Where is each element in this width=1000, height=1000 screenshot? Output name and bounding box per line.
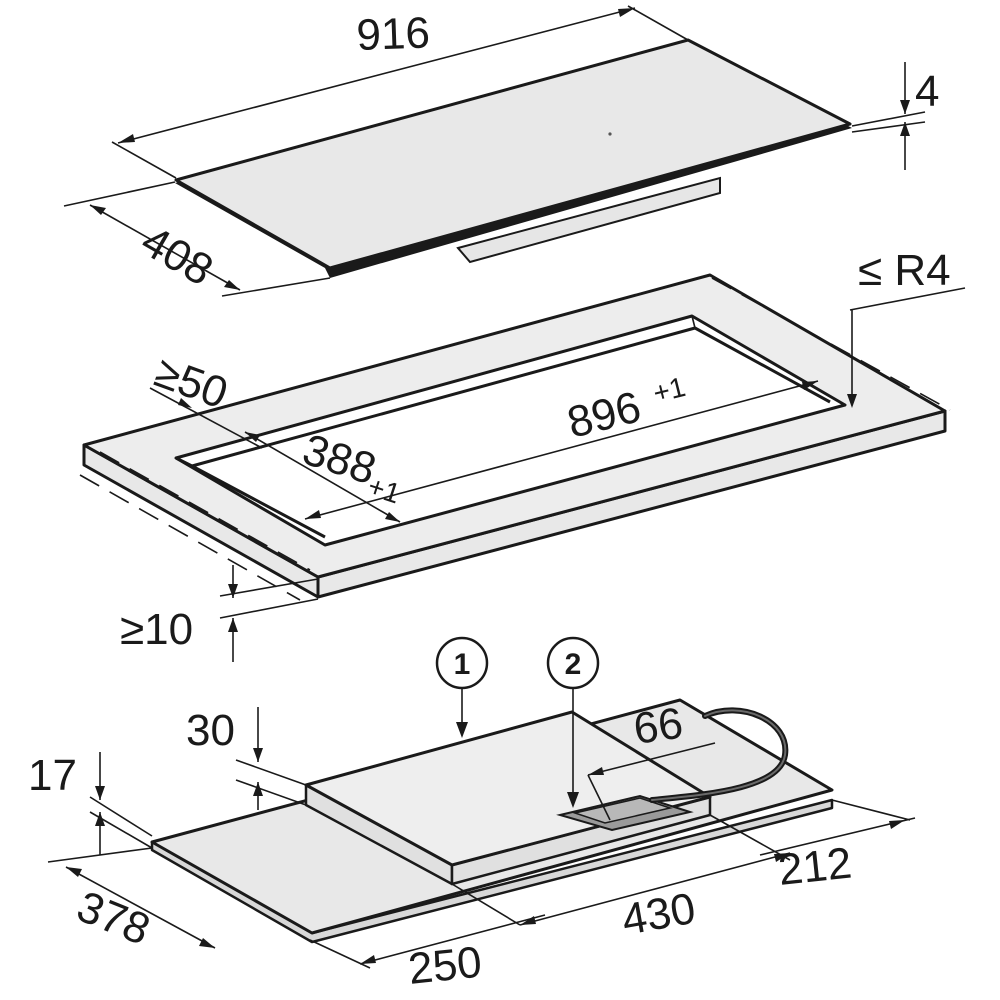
hob-surface-dot <box>608 132 612 136</box>
worktop-right-face <box>316 409 947 599</box>
hob-glass-top <box>174 38 852 270</box>
callout-2-label: 2 <box>565 648 582 681</box>
dim-hob-depth: 408 <box>133 216 221 295</box>
dim-cutout-width: 896 <box>563 382 646 447</box>
connector-box-top <box>572 797 673 824</box>
dim-min-worktop-thickness: ≥10 <box>120 605 193 654</box>
dim-base-segment-430: 430 <box>618 884 699 945</box>
callout-1-label: 1 <box>454 648 471 681</box>
dim-corner-radius: ≤ R4 <box>858 246 951 295</box>
dim-base-segment-212: 212 <box>776 839 854 895</box>
dim-glass-thickness: 4 <box>915 67 939 116</box>
dim-cable-offset: 66 <box>631 699 686 754</box>
worktop-drawing: 896 +1 388 +1 ≥50 ≤ R4 ≥10 <box>79 246 966 662</box>
hob-underside-block <box>456 176 721 264</box>
dim-base-segment-250: 250 <box>406 938 484 994</box>
dim-base-height-17: 17 <box>28 751 77 800</box>
hob-drawing: 916 408 4 <box>63 5 939 297</box>
dim-base-height-30: 30 <box>186 706 235 755</box>
worktop-top-face <box>82 273 947 579</box>
dim-hob-width: 916 <box>356 8 431 60</box>
base-unit-drawing: 1 2 66 30 17 378 <box>28 636 916 994</box>
base-raised-block-top <box>304 710 712 867</box>
dim-cutout-width-tolerance: +1 <box>650 371 688 409</box>
dim-base-depth-378: 378 <box>70 882 156 955</box>
